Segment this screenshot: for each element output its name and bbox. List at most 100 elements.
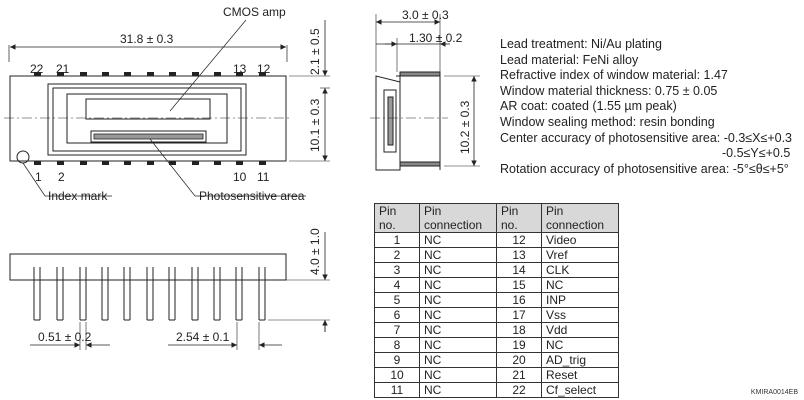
pin-connection: NC [419,352,497,368]
header-pin-connection-2: Pin connection [541,203,619,233]
side-height-label: 10.2 ± 0.3 [458,100,472,154]
pin-connection: NC [419,277,497,293]
pin-connection: INP [541,292,619,308]
pin-number: 9 [374,352,420,368]
pin-connection: NC [541,277,619,293]
pin-connection: Vref [541,247,619,263]
pin-number: 1 [374,232,420,248]
pin-number: 2 [374,247,420,263]
pin-number: 8 [374,337,420,353]
spec-center-accuracy-y: -0.5≤Y≤+0.5 [722,146,791,161]
pin-13-label: 13 [233,62,247,76]
side-view [370,14,480,171]
lead-width-label: 0.51 ± 0.2 [38,330,92,344]
front-body [9,253,287,281]
pin-11-label: 11 [257,170,270,184]
window-offset-label: 1.30 ± 0.2 [409,31,463,45]
pin-number: 3 [374,262,420,278]
pin-number: 20 [496,352,542,368]
thickness-label: 3.0 ± 0.3 [402,8,449,22]
pin-connection: Reset [541,367,619,383]
pin-number: 21 [496,367,542,383]
top-pin-stubs [34,72,266,165]
pin-number: 11 [374,382,420,398]
header-pin-connection-1: Pin connection [419,203,497,233]
pin-connection: NC [541,337,619,353]
pin-connection: AD_trig [541,352,619,368]
pin-connection: NC [419,232,497,248]
pin-connection: NC [419,262,497,278]
pin-table-header: Pin no. Pin connection Pin no. Pin conne… [374,203,619,233]
spec-rotation-accuracy: Rotation accuracy of photosensitive area… [500,161,789,176]
drawing-code: KMIRA0014EB [750,389,798,396]
pin-connection: Cf_select [541,382,619,398]
pin-10-label: 10 [233,170,247,184]
pin-number: 12 [496,232,542,248]
pin-connection: Vss [541,307,619,323]
pin-connection: NC [419,322,497,338]
pin-number: 16 [496,292,542,308]
pin-number: 18 [496,322,542,338]
pin-number: 4 [374,277,420,293]
pin-connection: NC [419,247,497,263]
top-view [4,19,330,197]
spec-ar-coat: AR coat: coated (1.55 µm peak) [500,99,677,114]
pin-number: 22 [496,382,542,398]
inner-height-label: 10.1 ± 0.3 [308,98,322,152]
pin-number: 7 [374,322,420,338]
pin-1-label: 1 [35,170,42,184]
pin-number: 6 [374,307,420,323]
photosensitive-area [93,133,204,140]
pin-2-label: 2 [58,170,65,184]
pin-connection: NC [419,382,497,398]
photosensitive-area-label: Photosensitive area [199,189,305,203]
spec-window-thickness: Window material thickness: 0.75 ± 0.05 [500,83,718,98]
pin-connection: Video [541,232,619,248]
pin-12-label: 12 [257,62,271,76]
pin-number: 15 [496,277,542,293]
pin-connection: NC [419,307,497,323]
pin-connection: Vdd [541,322,619,338]
window-outer [47,83,247,156]
pin-21-label: 21 [56,62,70,76]
package-body [9,75,287,162]
pin-number: 13 [496,247,542,263]
cmos-amp-label: CMOS amp [223,5,286,19]
pin-number: 5 [374,292,420,308]
pin-connection: NC [419,292,497,308]
spec-center-accuracy-x: Center accuracy of photosensitive area: … [500,130,793,145]
spec-list: Lead treatment: Ni/Au plating Lead mater… [500,37,792,177]
pitch-label: 2.54 ± 0.1 [176,330,230,344]
spec-lead-treatment: Lead treatment: Ni/Au plating [500,37,662,51]
front-view [9,232,330,350]
pin-number: 10 [374,367,420,383]
spec-sealing-method: Window sealing method: resin bonding [500,114,715,129]
pin-table: Pin no. Pin connection Pin no. Pin conne… [374,203,619,398]
spec-refractive-index: Refractive index of window material: 1.4… [500,68,728,83]
pin-22-label: 22 [30,62,44,76]
photosensitive-area-outline [90,130,207,143]
index-mark-label: Index mark [48,189,108,203]
spec-lead-material: Lead material: FeNi alloy [500,52,639,67]
pin-number: 17 [496,307,542,323]
header-pin-no-1: Pin no. [374,203,420,233]
cmos-amp-chip [85,98,211,120]
header-pin-no-2: Pin no. [496,203,542,233]
pin-number: 14 [496,262,542,278]
pin-connection: CLK [541,262,619,278]
pin-connection: NC [419,367,497,383]
front-leads [33,267,266,321]
top-margin-label: 2.1 ± 0.5 [308,28,322,75]
pin-connection: NC [419,337,497,353]
